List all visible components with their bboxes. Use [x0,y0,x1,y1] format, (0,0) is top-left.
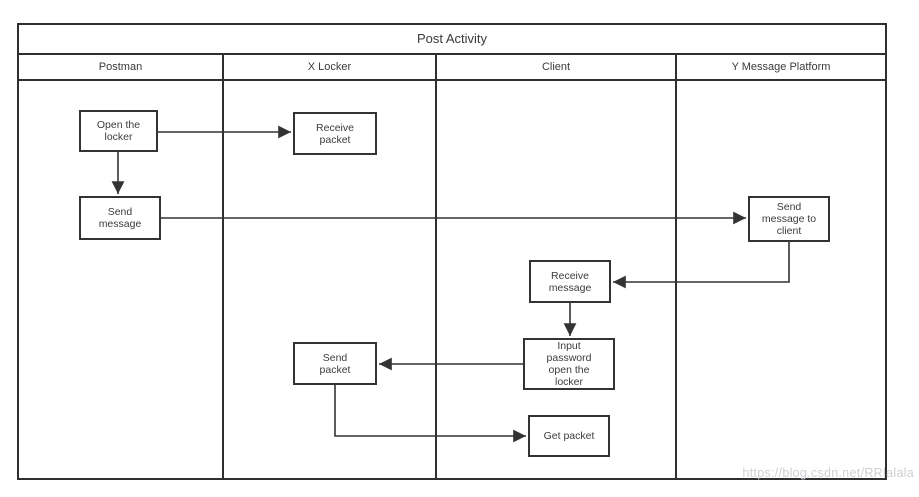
node-get-packet: Get packet [528,415,610,457]
node-receive-message: Receive message [529,260,611,303]
node-open-the-locker: Open the locker [79,110,158,152]
node-send-message-to-client: Send message to client [748,196,830,242]
lane-header-postman: Postman [98,61,143,73]
swimlane-frame [17,23,887,480]
watermark: https://blog.csdn.net/RRlalala [742,466,914,480]
lane-header-y-message-platform: Y Message Platform [731,61,831,73]
lane-header-client: Client [541,61,571,73]
node-send-packet: Send packet [293,342,377,385]
node-send-message: Send message [79,196,161,240]
edge-send-packet-to-get-packet [334,385,526,443]
node-input-password-open-the-locker: Input password open the locker [523,338,615,390]
edge-send-message-to-client-to-receive-message [613,242,790,289]
lane-header-x-locker: X Locker [307,61,352,73]
diagram-edges [111,125,790,443]
node-receive-packet: Receive packet [293,112,377,155]
diagram-title: Post Activity [416,31,488,46]
